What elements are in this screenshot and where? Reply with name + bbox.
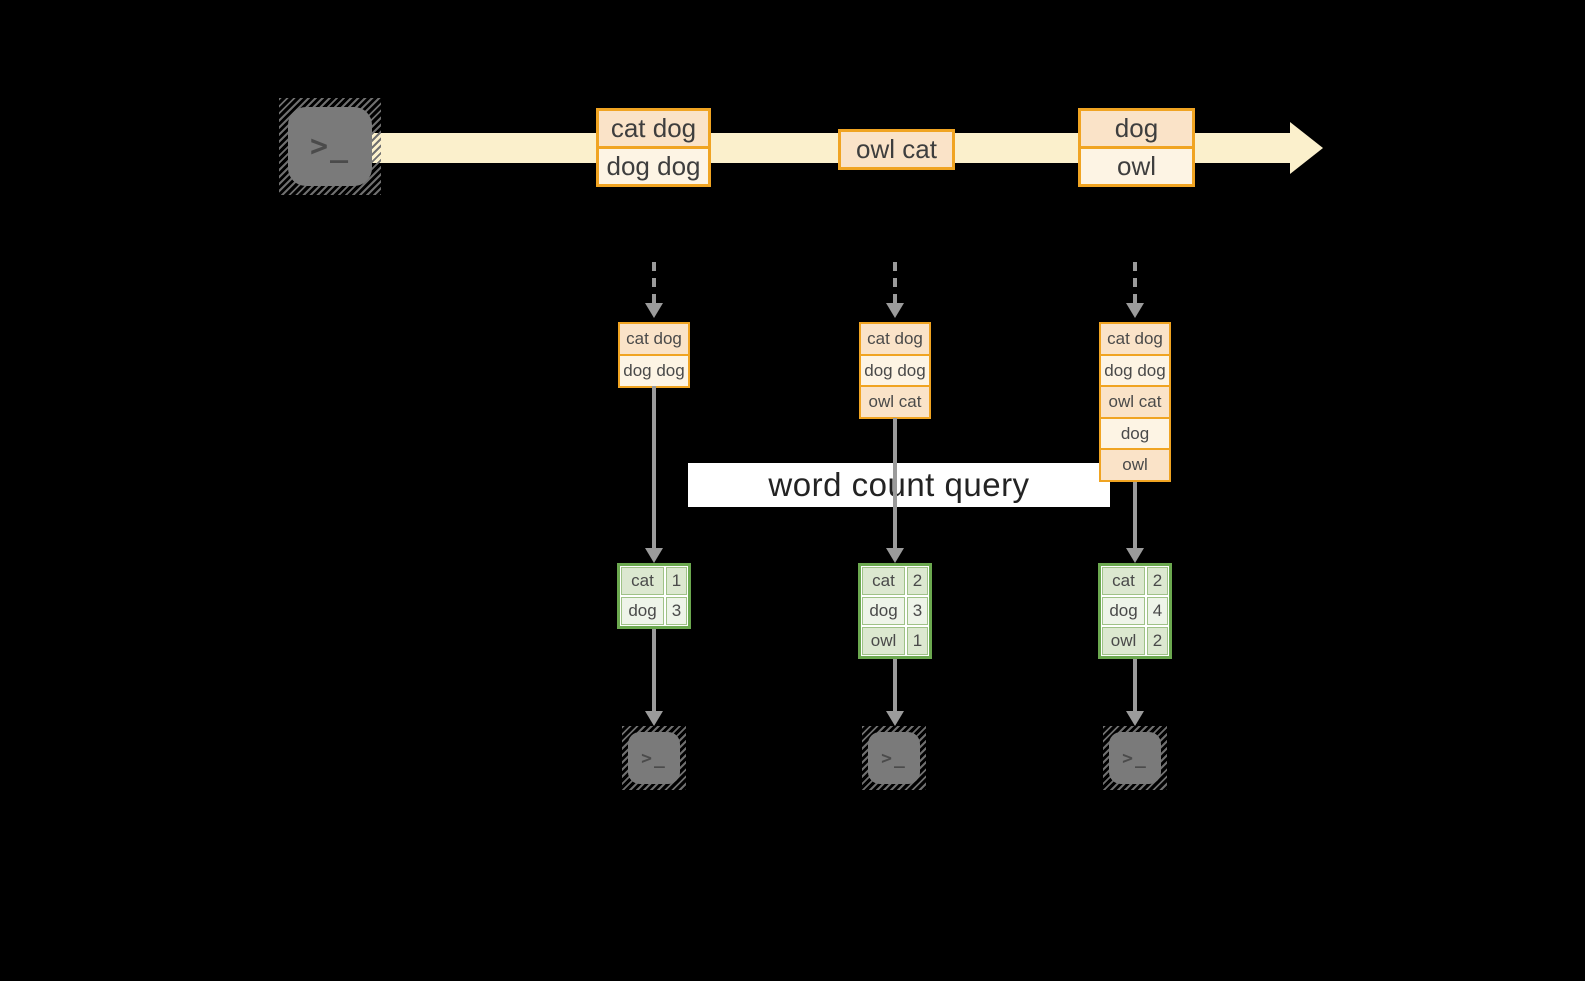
event-row: dog xyxy=(1078,108,1195,149)
output-terminal-icon-3: >_ xyxy=(1103,726,1167,790)
event-row: owl xyxy=(1078,146,1195,187)
count-value-cell: 1 xyxy=(907,627,928,655)
buffer-row: dog xyxy=(1099,416,1171,451)
count-word-cell: dog xyxy=(621,597,664,625)
count-table-2: cat 2 dog 3 owl 1 xyxy=(858,563,932,659)
buffer-row: cat dog xyxy=(1099,322,1171,356)
count-value-cell: 3 xyxy=(666,597,687,625)
count-table-1: cat 1 dog 3 xyxy=(617,563,691,629)
buffer-row: cat dog xyxy=(859,322,931,356)
ingest-arrowhead-icon xyxy=(1126,303,1144,318)
output-terminal-icon-1: >_ xyxy=(622,726,686,790)
count-value-cell: 2 xyxy=(907,567,928,595)
event-row: cat dog xyxy=(596,108,711,149)
query-arrowhead-icon xyxy=(886,548,904,563)
count-word-cell: cat xyxy=(621,567,664,595)
terminal-screen: >_ xyxy=(868,732,920,784)
count-value-cell: 4 xyxy=(1147,597,1168,625)
ingest-arrow-line-3 xyxy=(1133,262,1137,304)
event-buffer-1: cat dog dog dog xyxy=(618,322,690,388)
buffer-row: dog dog xyxy=(1099,353,1171,388)
query-label-band: word count query xyxy=(688,463,1110,507)
timeline-event-batch-1: cat dog dog dog xyxy=(596,108,711,187)
count-word-cell: owl xyxy=(862,627,905,655)
timeline-event-batch-2: owl cat xyxy=(838,129,955,170)
count-value-cell: 2 xyxy=(1147,567,1168,595)
buffer-row: owl xyxy=(1099,448,1171,482)
ingest-arrowhead-icon xyxy=(645,303,663,318)
output-arrowhead-icon xyxy=(645,711,663,726)
buffer-row: dog dog xyxy=(618,353,690,388)
timeline-event-batch-3: dog owl xyxy=(1078,108,1195,187)
terminal-screen: >_ xyxy=(288,107,372,186)
ingest-arrow-line-2 xyxy=(893,262,897,304)
count-word-cell: dog xyxy=(1102,597,1145,625)
buffer-row: owl cat xyxy=(859,385,931,419)
count-value-cell: 2 xyxy=(1147,627,1168,655)
terminal-prompt-glyph: >_ xyxy=(881,747,907,769)
output-arrow-line-3 xyxy=(1133,659,1137,712)
terminal-screen: >_ xyxy=(1109,732,1161,784)
count-table-3: cat 2 dog 4 owl 2 xyxy=(1098,563,1172,659)
query-arrowhead-icon xyxy=(1126,548,1144,563)
terminal-prompt-glyph: >_ xyxy=(641,747,667,769)
output-arrow-line-1 xyxy=(652,629,656,712)
buffer-row: cat dog xyxy=(618,322,690,356)
ingest-arrow-line-1 xyxy=(652,262,656,304)
output-arrow-line-2 xyxy=(893,659,897,712)
terminal-screen: >_ xyxy=(628,732,680,784)
ingest-arrowhead-icon xyxy=(886,303,904,318)
count-value-cell: 3 xyxy=(907,597,928,625)
output-terminal-icon-2: >_ xyxy=(862,726,926,790)
count-word-cell: owl xyxy=(1102,627,1145,655)
source-terminal-icon: >_ xyxy=(279,98,381,195)
event-buffer-3: cat dog dog dog owl cat dog owl xyxy=(1099,322,1171,482)
query-arrow-line-3 xyxy=(1133,482,1137,549)
count-value-cell: 1 xyxy=(666,567,687,595)
query-arrow-line-2 xyxy=(893,418,897,549)
count-word-cell: cat xyxy=(1102,567,1145,595)
count-word-cell: dog xyxy=(862,597,905,625)
query-arrowhead-icon xyxy=(645,548,663,563)
buffer-row: dog dog xyxy=(859,353,931,388)
buffer-row: owl cat xyxy=(1099,385,1171,419)
stream-timeline-arrowhead-icon xyxy=(1290,122,1323,174)
output-arrowhead-icon xyxy=(886,711,904,726)
query-label: word count query xyxy=(768,466,1030,503)
count-word-cell: cat xyxy=(862,567,905,595)
terminal-prompt-glyph: >_ xyxy=(309,129,351,164)
query-arrow-line-1 xyxy=(652,386,656,549)
output-arrowhead-icon xyxy=(1126,711,1144,726)
terminal-prompt-glyph: >_ xyxy=(1122,747,1148,769)
event-buffer-2: cat dog dog dog owl cat xyxy=(859,322,931,419)
event-row: owl cat xyxy=(838,129,955,170)
event-row: dog dog xyxy=(596,146,711,187)
